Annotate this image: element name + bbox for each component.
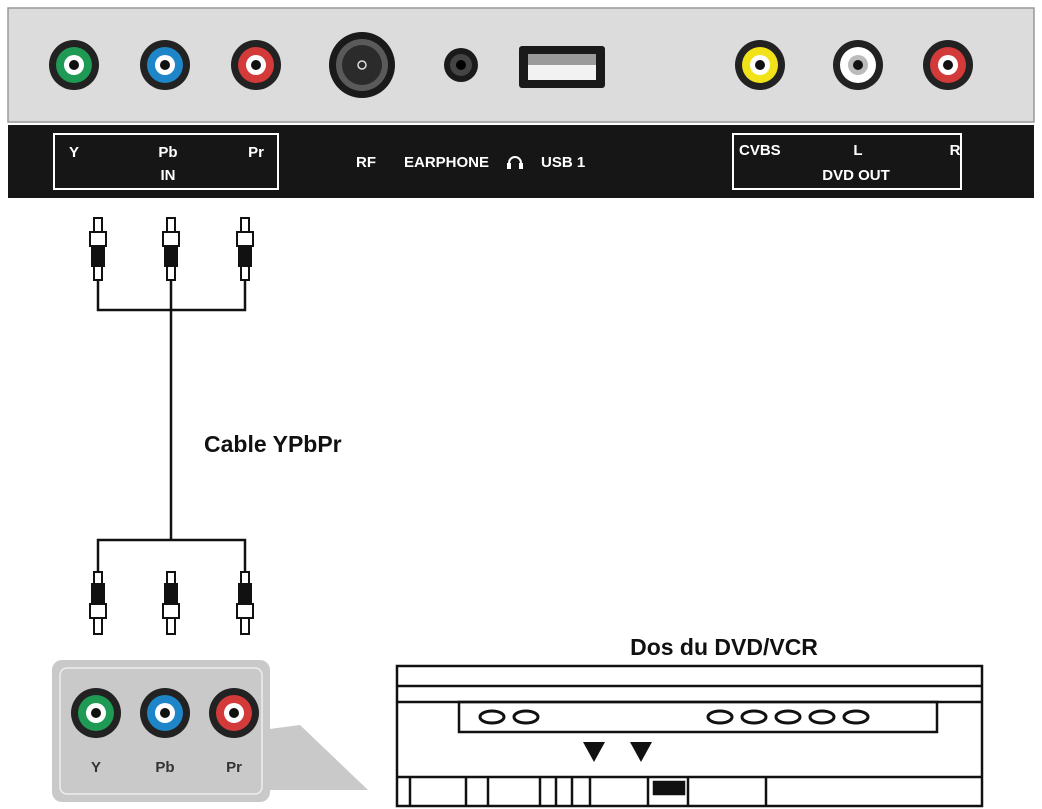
headphone-icon <box>507 156 523 169</box>
label-earphone: EARPHONE <box>404 154 489 171</box>
device-connector-ovals <box>478 709 870 725</box>
tv-connector-panel <box>7 7 1035 123</box>
panel-jack-l <box>833 40 883 90</box>
label-pr: Pr <box>248 144 264 161</box>
panel-usb-port <box>519 46 605 88</box>
upper-plugs <box>89 217 254 281</box>
device-jack-pb <box>140 688 190 738</box>
ypbpr-cable <box>96 280 247 572</box>
panel-jack-pr <box>231 40 281 90</box>
panel-jack-r <box>923 40 973 90</box>
lower-plug-y <box>89 571 107 635</box>
label-l: L <box>853 142 862 159</box>
panel-rf-connector <box>329 32 395 98</box>
dvd-out-group-frame <box>732 133 962 190</box>
device-title: Dos du DVD/VCR <box>630 634 818 660</box>
panel-jack-cvbs <box>735 40 785 90</box>
upper-plug-pr <box>236 217 254 281</box>
upper-plug-y <box>89 217 107 281</box>
lower-cable-branch <box>96 538 247 572</box>
label-in: IN <box>161 167 176 184</box>
cable-label: Cable YPbPr <box>204 431 342 457</box>
lower-plug-pr <box>236 571 254 635</box>
label-rf: RF <box>356 154 376 171</box>
label-y: Y <box>69 144 79 161</box>
label-pb: Pb <box>158 144 177 161</box>
down-arrow-icon <box>630 742 652 762</box>
device-connector-strip <box>457 700 939 734</box>
down-arrow-icon <box>583 742 605 762</box>
panel-label-strip: Y Pb Pr IN RF EARPHONE USB 1 CVBS L R DV… <box>8 125 1034 198</box>
panel-jack-y <box>49 40 99 90</box>
lower-plugs <box>89 571 254 635</box>
device-label-pr: Pr <box>226 759 242 776</box>
label-cvbs: CVBS <box>739 142 781 159</box>
dvd-vcr-rear <box>395 664 984 808</box>
upper-plug-pb <box>162 217 180 281</box>
device-body <box>395 664 984 808</box>
label-dvd-out: DVD OUT <box>822 167 890 184</box>
callout-pointer <box>262 725 368 790</box>
in-group-frame <box>53 133 279 190</box>
lower-plug-pb <box>162 571 180 635</box>
device-jack-y <box>71 688 121 738</box>
panel-jack-pb <box>140 40 190 90</box>
label-usb: USB 1 <box>541 154 585 171</box>
panel-earphone-jack <box>444 48 478 82</box>
device-jack-pr <box>209 688 259 738</box>
device-jack-callout: Y Pb Pr <box>52 660 368 802</box>
device-label-pb: Pb <box>155 759 174 776</box>
label-r: R <box>950 142 961 159</box>
device-label-y: Y <box>91 759 101 776</box>
down-arrows <box>583 742 652 762</box>
